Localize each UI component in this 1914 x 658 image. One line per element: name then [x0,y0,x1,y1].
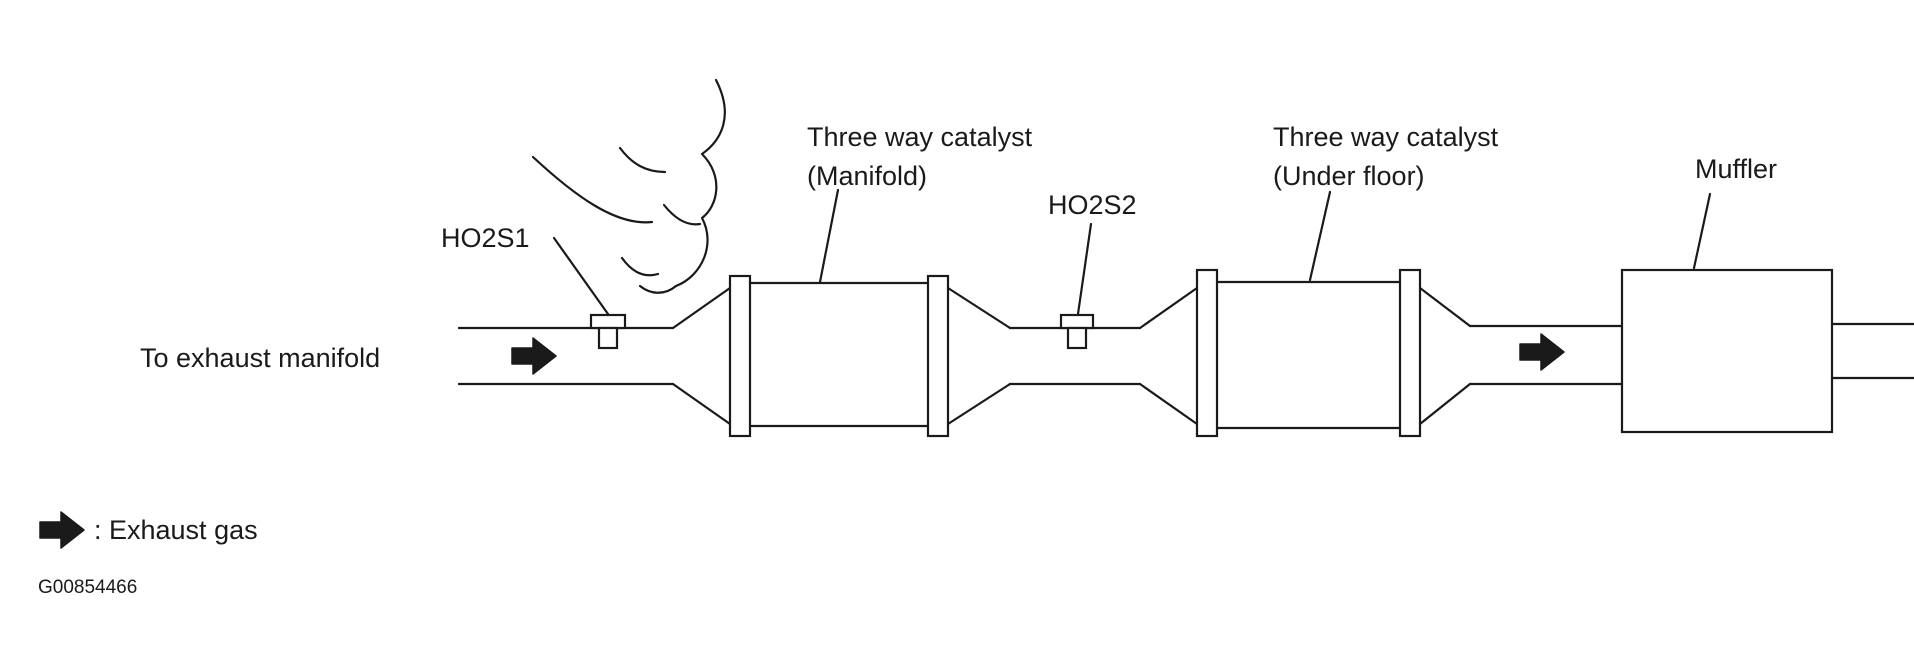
catalyst-manifold-label-line1: Three way catalyst [807,122,1033,152]
ho2s2-sensor [1059,222,1095,350]
exhaust-gas-arrow-icon [39,511,85,549]
catalyst-manifold [671,188,1012,438]
ho2s1-sensor [552,236,627,350]
legend: : Exhaust gas [39,511,258,549]
rear-pipe [1468,324,1624,386]
catalyst-under-floor-label-line1: Three way catalyst [1273,122,1499,152]
exhaust-gas-arrow-icon [511,337,557,375]
legend-text: : Exhaust gas [94,515,258,545]
ho2s1-label: HO2S1 [441,223,530,253]
tail-pipe [1830,322,1914,380]
catalyst-under-floor-label-line2: (Under floor) [1273,161,1425,191]
muffler [1620,192,1834,434]
exhaust-gas-arrow-icon [1519,333,1565,371]
muffler-label: Muffler [1695,154,1777,184]
catalyst-under-floor [1138,190,1472,438]
inlet-pipe [457,326,675,386]
ho2s2-label: HO2S2 [1048,190,1137,220]
heat-plume-icon [531,78,726,294]
catalyst-manifold-label-line2: (Manifold) [807,161,927,191]
inlet-label: To exhaust manifold [140,343,380,373]
figure-id: G00854466 [38,577,137,598]
